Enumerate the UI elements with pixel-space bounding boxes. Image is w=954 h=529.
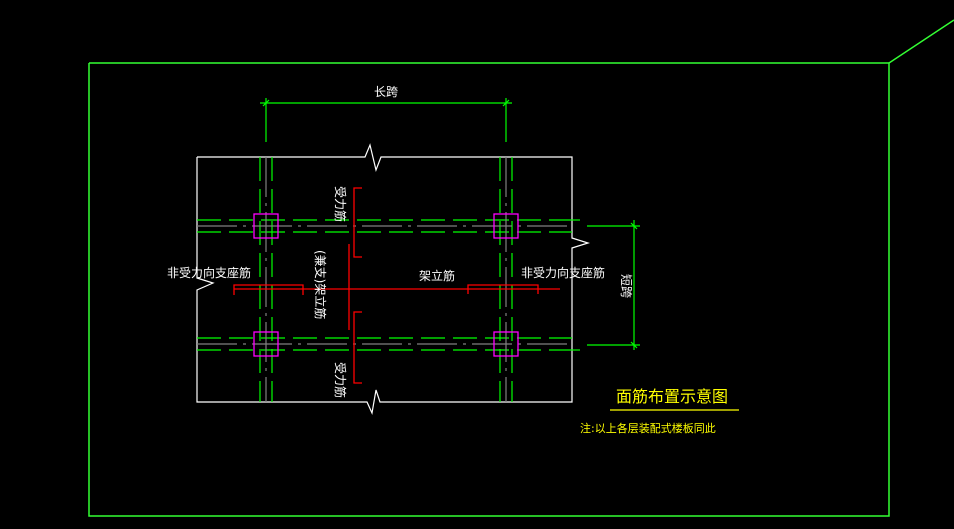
drawing-note: 注:以上各层装配式楼板同此 [580, 421, 716, 435]
non-stressed-label-left: 非受力向支座筋 [167, 265, 251, 280]
stressed-rebar-bottom [353, 311, 362, 384]
column-top-right [493, 213, 519, 239]
beam-lines [197, 157, 572, 402]
slab-outline [196, 143, 591, 416]
stressed-rebar-top [353, 187, 362, 258]
axis-lines [197, 157, 572, 402]
drawing-frame [88, 19, 954, 517]
beam-lines-ext [572, 219, 580, 351]
long-span-dimension [260, 98, 512, 142]
non-stressed-label-right: 非受力向支座筋 [521, 265, 605, 280]
column-bottom-right [493, 331, 519, 357]
stressed-label-bottom: 受力筋 [333, 362, 348, 398]
columns [253, 213, 519, 357]
erection-bar-label: 架立筋 [419, 268, 455, 283]
short-span-label: 短跨 [619, 274, 633, 298]
column-bottom-left [253, 331, 279, 357]
long-span-label: 长跨 [374, 85, 398, 99]
non-stressed-rebar-right [467, 284, 539, 294]
stressed-label-top: 受力筋 [333, 186, 348, 222]
rebar-lines [233, 187, 560, 384]
non-stressed-rebar-left [233, 284, 304, 295]
drawing-title: 面筋布置示意图 [616, 387, 728, 406]
column-top-left [253, 213, 279, 239]
erection-bar-optional-label: (兼支)架立筋 [313, 250, 328, 319]
short-span-dimension [587, 220, 640, 350]
